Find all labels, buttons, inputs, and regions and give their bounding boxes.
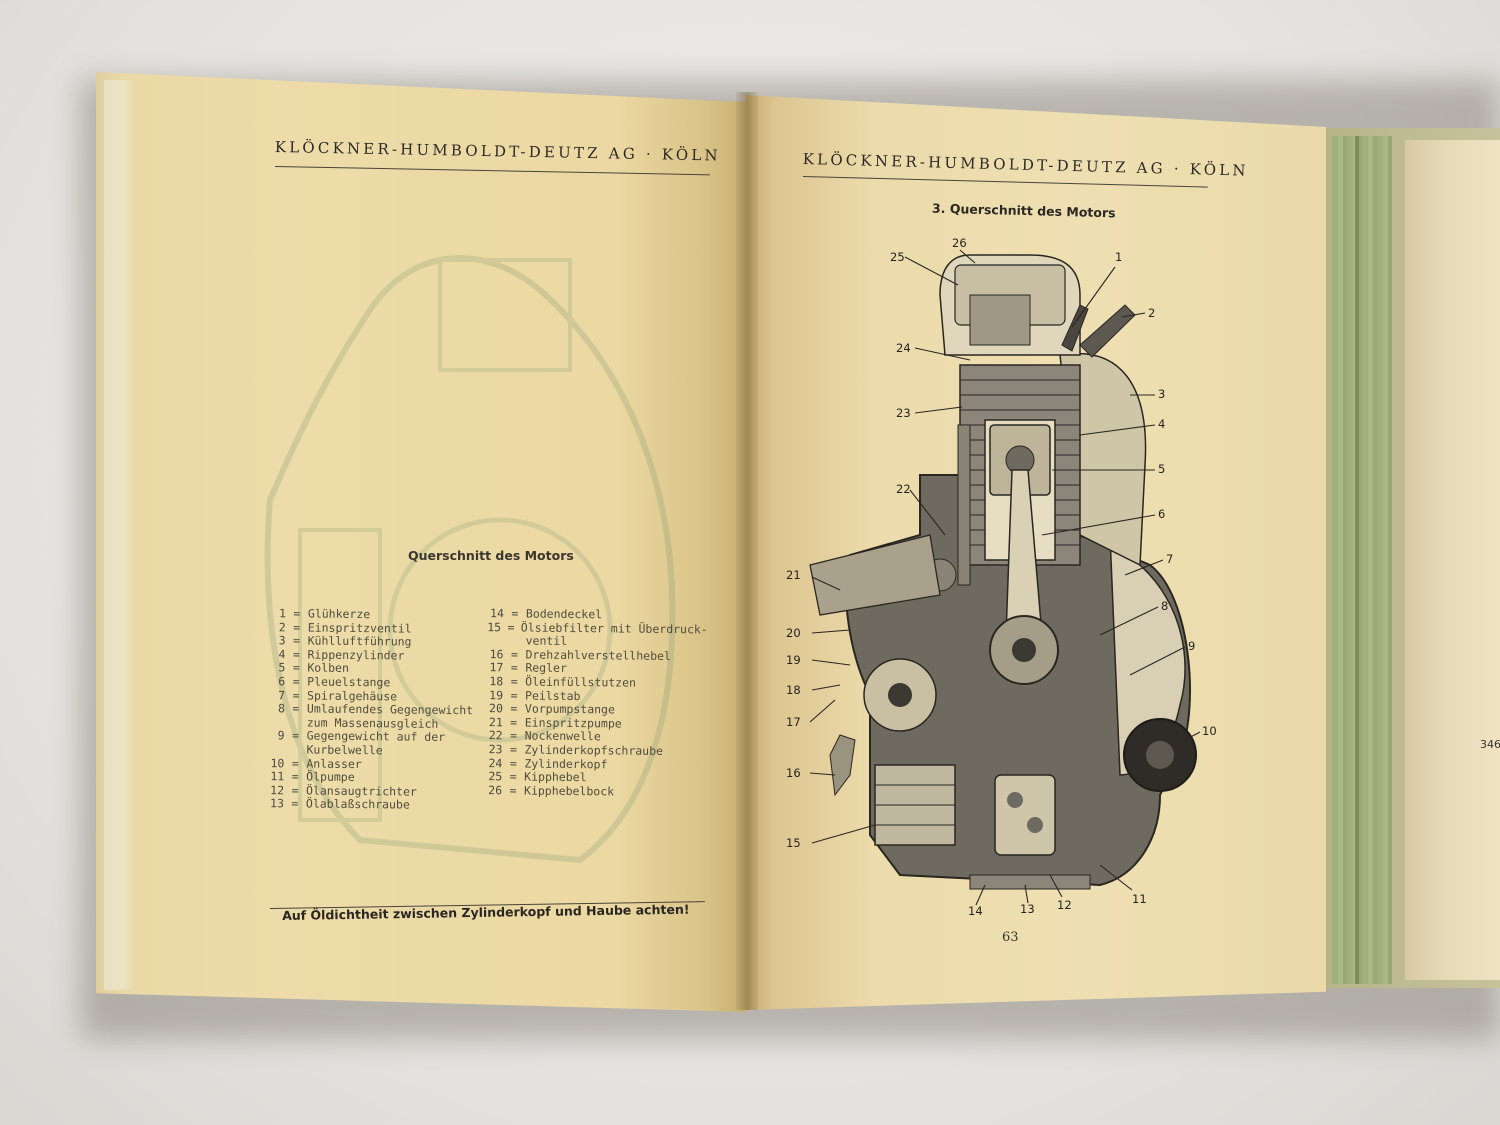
callout-19: 19 xyxy=(786,653,801,667)
legend-number: 18 xyxy=(489,674,504,689)
legend-number: 8 xyxy=(277,701,286,716)
next-page-edge xyxy=(1405,140,1500,980)
page-number: 63 xyxy=(1002,930,1019,945)
engine-cross-section-diagram: 1 2 3 4 5 6 7 8 9 10 11 12 13 14 15 16 1… xyxy=(786,236,1217,918)
legend-equals: = xyxy=(292,728,300,743)
callout-21: 21 xyxy=(786,568,801,582)
callout-22: 22 xyxy=(896,482,911,496)
legend-equals: = xyxy=(510,701,518,716)
legend-number: 15 xyxy=(487,619,502,634)
legend-number: 14 xyxy=(490,606,505,621)
injection-valve xyxy=(1079,304,1136,358)
legend-row: 13 = Ölablaßschraube xyxy=(258,796,478,813)
speed-control-lever xyxy=(829,734,856,797)
legend-equals: = xyxy=(291,796,299,811)
callout-11: 11 xyxy=(1132,892,1147,906)
legend-number: 2 xyxy=(278,619,286,634)
legend-text: Ölablaßschraube xyxy=(305,796,410,812)
legend-equals: = xyxy=(510,674,518,689)
legend-title: Querschnitt des Motors xyxy=(408,548,574,563)
callout-14: 14 xyxy=(968,904,983,918)
legend-number: 11 xyxy=(270,769,285,784)
callout-5: 5 xyxy=(1158,462,1165,476)
legend-equals xyxy=(284,743,306,757)
callout-9: 9 xyxy=(1188,639,1195,653)
legend-number: 20 xyxy=(489,701,504,716)
legend-number: 25 xyxy=(488,769,503,784)
callout-24: 24 xyxy=(896,341,911,355)
callout-7: 7 xyxy=(1166,552,1173,566)
legend-number: 3 xyxy=(278,633,286,648)
oil-pump xyxy=(994,774,1056,856)
callout-16: 16 xyxy=(786,766,801,780)
legend-number: 1 xyxy=(278,606,287,621)
bottom-cover xyxy=(969,874,1091,890)
callout-25: 25 xyxy=(890,250,905,264)
legend-equals: = xyxy=(509,783,517,798)
book-spine-cloth xyxy=(1332,136,1392,984)
glow-plug xyxy=(1061,304,1089,352)
legend-number: 22 xyxy=(488,728,503,743)
legend-number: 6 xyxy=(278,674,286,689)
legend-equals: = xyxy=(510,728,518,743)
callout-15: 15 xyxy=(786,836,801,850)
legend-equals: = xyxy=(511,606,519,621)
callout-2: 2 xyxy=(1148,306,1155,320)
legend-row: 26 = Kipphebelbock xyxy=(476,782,706,800)
callout-8: 8 xyxy=(1161,599,1168,613)
injection-pump xyxy=(809,534,941,616)
legend-equals: = xyxy=(509,742,518,757)
callout-13: 13 xyxy=(1020,902,1035,916)
legend-equals: = xyxy=(507,619,515,634)
legend-equals: = xyxy=(292,674,300,689)
cooling-air-duct xyxy=(1059,352,1147,567)
callout-26: 26 xyxy=(952,236,967,250)
callout-1: 1 xyxy=(1115,250,1122,264)
legend-equals: = xyxy=(509,769,517,784)
callout-23: 23 xyxy=(896,406,911,420)
callout-4: 4 xyxy=(1158,417,1165,431)
legend-equals: = xyxy=(292,701,300,716)
legend-equals: = xyxy=(293,633,301,648)
legend-number: 5 xyxy=(278,660,286,675)
callout-18: 18 xyxy=(786,683,801,697)
legend-number: 9 xyxy=(277,728,285,743)
callout-10: 10 xyxy=(1202,724,1217,738)
legend-equals: = xyxy=(291,769,299,784)
book-spine-seam xyxy=(1355,136,1359,984)
next-page-label: 346 xyxy=(1480,738,1500,751)
legend-number: 7 xyxy=(278,687,286,702)
legend-equals: = xyxy=(293,606,301,621)
callout-12: 12 xyxy=(1057,898,1072,912)
legend-number: 13 xyxy=(270,796,285,811)
left-page xyxy=(96,72,746,1012)
callout-17: 17 xyxy=(786,715,801,729)
push-rod xyxy=(957,424,971,586)
legend-number: 4 xyxy=(278,646,286,662)
callout-6: 6 xyxy=(1158,507,1165,521)
legend-equals xyxy=(504,634,526,648)
legend-number xyxy=(259,716,285,730)
book-gutter xyxy=(736,92,758,1010)
legend-number xyxy=(478,634,504,648)
legend-number: 23 xyxy=(488,742,503,757)
legend-number: 26 xyxy=(488,782,503,797)
callout-20: 20 xyxy=(786,626,801,640)
callout-3: 3 xyxy=(1158,387,1165,401)
left-page-margin-strip xyxy=(104,80,134,990)
legend-number xyxy=(258,743,284,757)
legend-text: Kipphebelbock xyxy=(524,783,615,799)
